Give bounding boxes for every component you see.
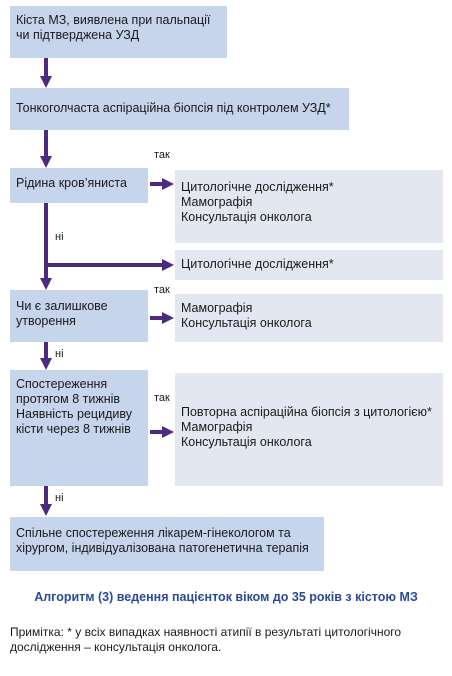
box-line: Консультація онколога [181,210,312,224]
arrow-b4-to-b5 [44,342,48,360]
box-result-cytology-mammo-consult: Цитологічне дослідження* Мамографія Конс… [175,170,443,243]
box-line: чи підтверджена УЗД [16,28,140,42]
arrow-b3-to-b4 [44,203,48,280]
box-result-cytology: Цитологічне дослідження* [175,250,443,280]
box-result-mammo-consult: Мамографія Консультація онколога [175,294,443,342]
arrowhead-branch-to-r2 [162,259,174,271]
arrowhead-b4-to-b5 [40,358,52,370]
box-line: хірургом, індивідуалізована патогенетичн… [16,541,309,555]
arrow-b2-to-b3 [44,130,48,158]
box-observation-8-weeks: Спостереження протягом 8 тижнів Наявніст… [10,370,148,486]
box-line: Консультація онколога [181,435,312,449]
box-line: кісти через 8 тижнів [16,422,131,436]
box-line: Мамографія [181,195,253,209]
arrowhead-b2-to-b3 [40,156,52,168]
box-line: Наявність рецидиву [16,407,132,421]
arrowhead-b1-to-b2 [40,76,52,88]
arrow-b4-to-r3 [150,316,164,320]
arrowhead-b5-to-r4 [162,426,174,438]
arrow-b5-to-b6 [44,486,48,506]
arrowhead-b3-to-b4 [40,278,52,290]
arrow-b1-to-b2 [44,58,48,78]
box-line: Мамографія [181,301,253,315]
label-yes-3: так [154,392,170,404]
arrow-branch-to-r2 [46,263,164,267]
box-line: Цитологічне дослідження* [181,257,334,271]
arrow-b3-to-r1 [150,182,164,186]
box-line: Рідина кров’яниста [16,176,127,190]
arrowhead-b4-to-r3 [162,312,174,324]
footnote: Примітка: * у всіх випадках наявності ат… [10,625,402,654]
box-residual-mass: Чи є залишкове утворення [10,290,148,342]
box-bloody-fluid: Рідина кров’яниста [10,168,148,203]
box-line: Цитологічне дослідження* [181,180,334,194]
label-no-2: ні [55,348,64,360]
box-cyst-detected: Кіста МЗ, виявлена при пальпації чи підт… [10,6,227,58]
box-joint-observation: Спільне спостереження лікарем-гінеколого… [10,517,324,571]
box-line: Консультація онколога [181,316,312,330]
box-line: Спостереження [16,377,108,391]
box-line: Мамографія [181,420,253,434]
box-line: Чи є залишкове [16,299,108,313]
box-line: Повторна аспіраційна біопсія з цитологіє… [181,405,432,419]
label-no-1: ні [55,231,64,243]
box-line: Спільне спостереження лікарем-гінеколого… [16,526,291,540]
diagram-caption: Алгоритм (3) ведення пацієнток віком до … [34,590,418,604]
arrow-b5-to-r4 [150,430,164,434]
arrowhead-b3-to-r1 [162,178,174,190]
box-line: Тонкоголчаста аспіраційна біопсія під ко… [16,101,331,115]
label-yes-2: так [154,284,170,296]
box-line: утворення [16,314,76,328]
label-yes-1: так [154,149,170,161]
box-result-repeat-biopsy: Повторна аспіраційна біопсія з цитологіє… [175,373,443,486]
box-line: Кіста МЗ, виявлена при пальпації [16,13,211,27]
arrowhead-b5-to-b6 [40,504,52,516]
box-fine-needle-biopsy: Тонкоголчаста аспіраційна біопсія під ко… [10,88,349,130]
label-no-3: ні [55,492,64,504]
box-line: протягом 8 тижнів [16,392,121,406]
